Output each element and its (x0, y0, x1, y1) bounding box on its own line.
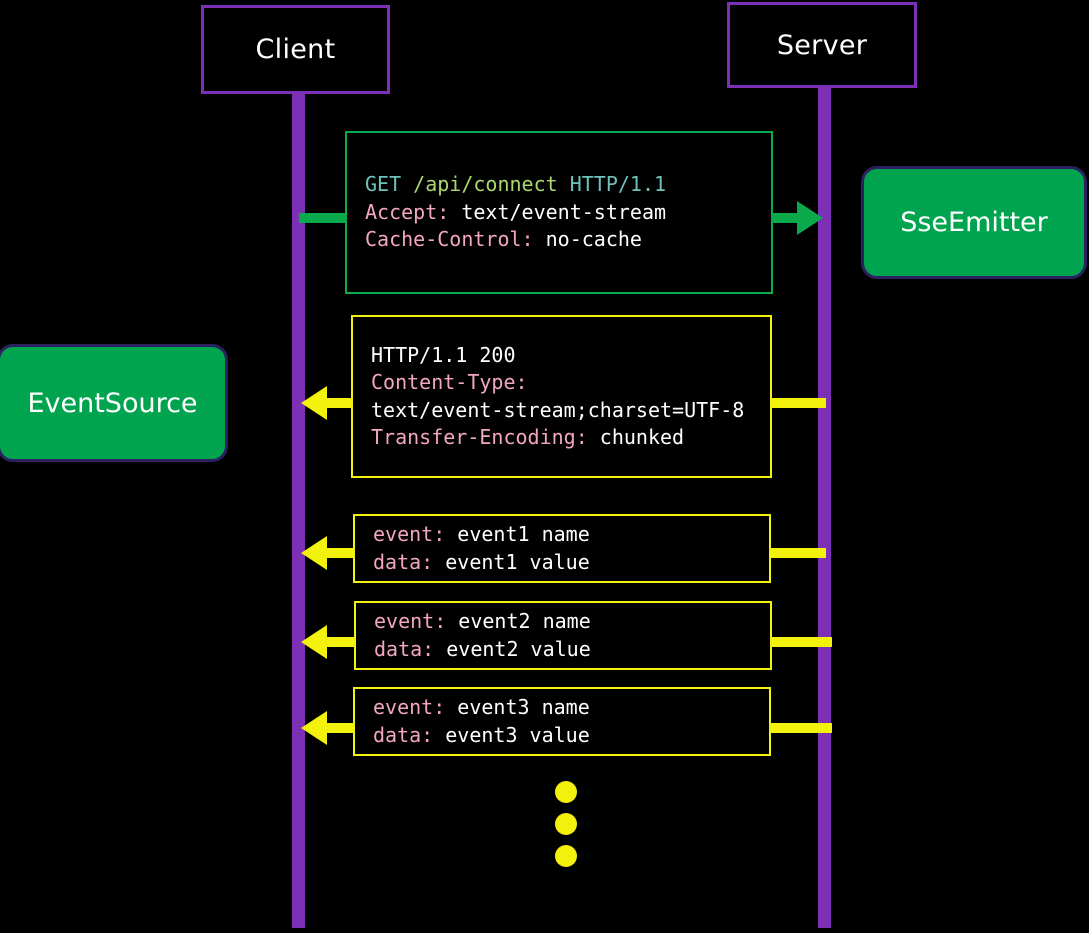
header-contenttype-key: Content-Type: (371, 370, 528, 394)
event3-line-1: event: event3 name (373, 694, 769, 722)
header-cachecontrol-key: Cache-Control: (365, 227, 534, 252)
http-status-line: HTTP/1.1 200 (371, 342, 516, 367)
event1-arrow-line (327, 548, 355, 558)
continuation-dot-1 (555, 781, 577, 803)
event1-arrowhead-icon (301, 536, 327, 570)
participant-server-label: Server (776, 29, 868, 61)
request-line-2: Accept: text/event-stream (365, 199, 771, 227)
participant-client-label: Client (255, 34, 336, 65)
continuation-dot-2 (555, 813, 577, 835)
event2-arrow-tail (770, 637, 832, 647)
participant-client[interactable]: Client (201, 5, 390, 94)
http-method: GET (365, 172, 402, 197)
header-accept-value: text/event-stream (461, 199, 667, 224)
header-contenttype-value: text/event-stream;charset=UTF-8 (371, 397, 745, 422)
event2-line-1: event: event2 name (374, 608, 770, 636)
response-arrow-line (327, 398, 353, 408)
response-line-4: Transfer-Encoding: chunked (371, 424, 770, 452)
event3-arrowhead-icon (301, 711, 327, 745)
lifeline-server (818, 84, 831, 928)
event3-arrow-tail (769, 723, 832, 733)
event2-event-value: event2 name (458, 609, 591, 633)
header-cachecontrol-value: no-cache (545, 227, 642, 252)
http-proto: HTTP/1.1 (569, 172, 667, 197)
event1-event-key: event: (373, 522, 446, 546)
event2-event-key: event: (374, 609, 447, 633)
request-arrow-line (771, 213, 804, 223)
actor-sseemitter-label: SseEmitter (900, 207, 1048, 238)
header-transferencoding-key: Transfer-Encoding: (371, 425, 588, 449)
participant-server[interactable]: Server (727, 2, 917, 88)
message-box-event2: event: event2 name data: event2 value (354, 601, 772, 670)
response-line-3: text/event-stream;charset=UTF-8 (371, 397, 770, 425)
event1-event-value: event1 name (457, 522, 590, 546)
header-accept-key: Accept: (365, 199, 450, 224)
event2-data-value: event2 value (446, 636, 591, 661)
response-arrowhead-icon (301, 386, 327, 420)
response-line-2: Content-Type: (371, 369, 770, 397)
request-line-1: GET /api/connect HTTP/1.1 (365, 171, 771, 199)
actor-box-eventsource[interactable]: EventSource (0, 344, 228, 462)
event3-event-key: event: (373, 695, 446, 719)
event1-data-value: event1 value (445, 549, 590, 574)
actor-box-sseemitter[interactable]: SseEmitter (861, 166, 1087, 279)
event1-data-key: data: (373, 549, 434, 574)
event1-line-2: data: event1 value (373, 549, 769, 577)
event2-arrow-line (327, 637, 356, 647)
actor-eventsource-label: EventSource (27, 387, 198, 419)
http-path: /api/connect (413, 172, 558, 197)
event2-line-2: data: event2 value (374, 636, 770, 664)
event3-arrow-line (327, 723, 355, 733)
event2-data-key: data: (374, 636, 435, 661)
request-arrow-tail (299, 213, 349, 223)
message-box-event3: event: event3 name data: event3 value (353, 687, 771, 756)
continuation-dot-3 (555, 845, 577, 867)
message-box-event1: event: event1 name data: event1 value (353, 514, 771, 583)
event1-line-1: event: event1 name (373, 521, 769, 549)
message-box-request: GET /api/connect HTTP/1.1 Accept: text/e… (345, 131, 773, 294)
response-line-1: HTTP/1.1 200 (371, 342, 770, 370)
message-box-response: HTTP/1.1 200 Content-Type: text/event-st… (351, 315, 772, 478)
event3-data-key: data: (373, 722, 434, 747)
response-arrow-tail (770, 398, 826, 408)
event2-arrowhead-icon (301, 625, 327, 659)
request-line-3: Cache-Control: no-cache (365, 226, 771, 254)
event1-arrow-tail (769, 548, 826, 558)
event3-line-2: data: event3 value (373, 722, 769, 750)
event3-data-value: event3 value (445, 722, 590, 747)
header-transferencoding-value: chunked (599, 425, 685, 449)
event3-event-value: event3 name (457, 695, 590, 719)
request-arrowhead-icon (797, 201, 823, 235)
